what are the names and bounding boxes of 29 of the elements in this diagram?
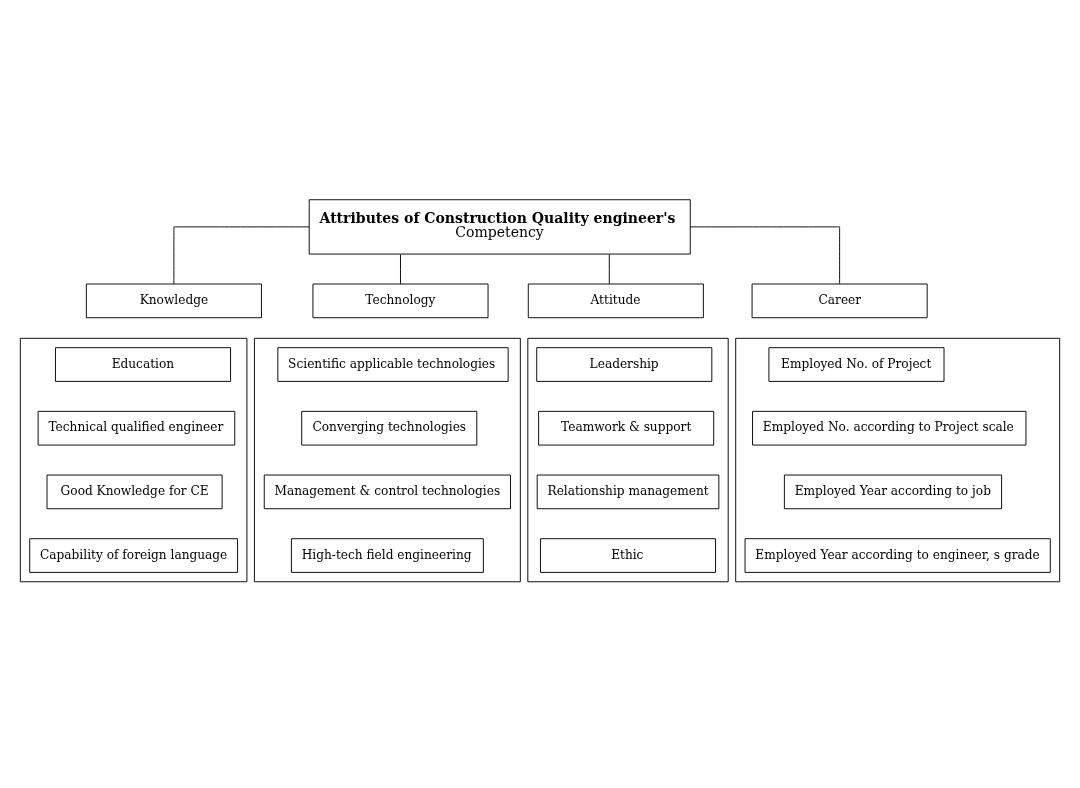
node-box: Scientific applicable technologies [277, 346, 509, 382]
node-box: Technology [312, 283, 489, 318]
node-box: Attributes of Construction Quality engineer's Competency [308, 198, 691, 254]
connector [608, 253, 610, 284]
node-box: Technical qualified engineer [37, 410, 236, 446]
node-box: Employed Year according to engineer, s grade [744, 537, 1051, 573]
connector [400, 253, 401, 284]
node-box: High-tech field engineering [290, 537, 484, 573]
connector [689, 225, 841, 284]
node-box: Teamwork & support [538, 410, 715, 446]
node-box: Converging technologies [301, 410, 478, 446]
node-box: Employed No. of Project [768, 346, 945, 382]
node-box: Employed Year according to job [783, 474, 1003, 509]
node-box: Capability of foreign language [29, 537, 239, 573]
cluster [253, 337, 521, 582]
cluster [19, 337, 248, 582]
node-box: Good Knowledge for CE [46, 474, 223, 509]
node-box: Leadership [536, 346, 713, 382]
node-box: Relationship management [536, 474, 720, 509]
cluster [735, 337, 1061, 582]
node-box: Employed No. according to Project scale [752, 410, 1027, 446]
node-box: Ethic [540, 537, 717, 573]
node-box: Management & control technologies [263, 474, 511, 509]
node-box: Education [55, 346, 231, 382]
cluster [527, 337, 729, 582]
node-box: Attitude [527, 283, 704, 318]
connector [173, 225, 310, 284]
node-box: Knowledge [85, 283, 262, 318]
node-box: Career [751, 283, 928, 318]
